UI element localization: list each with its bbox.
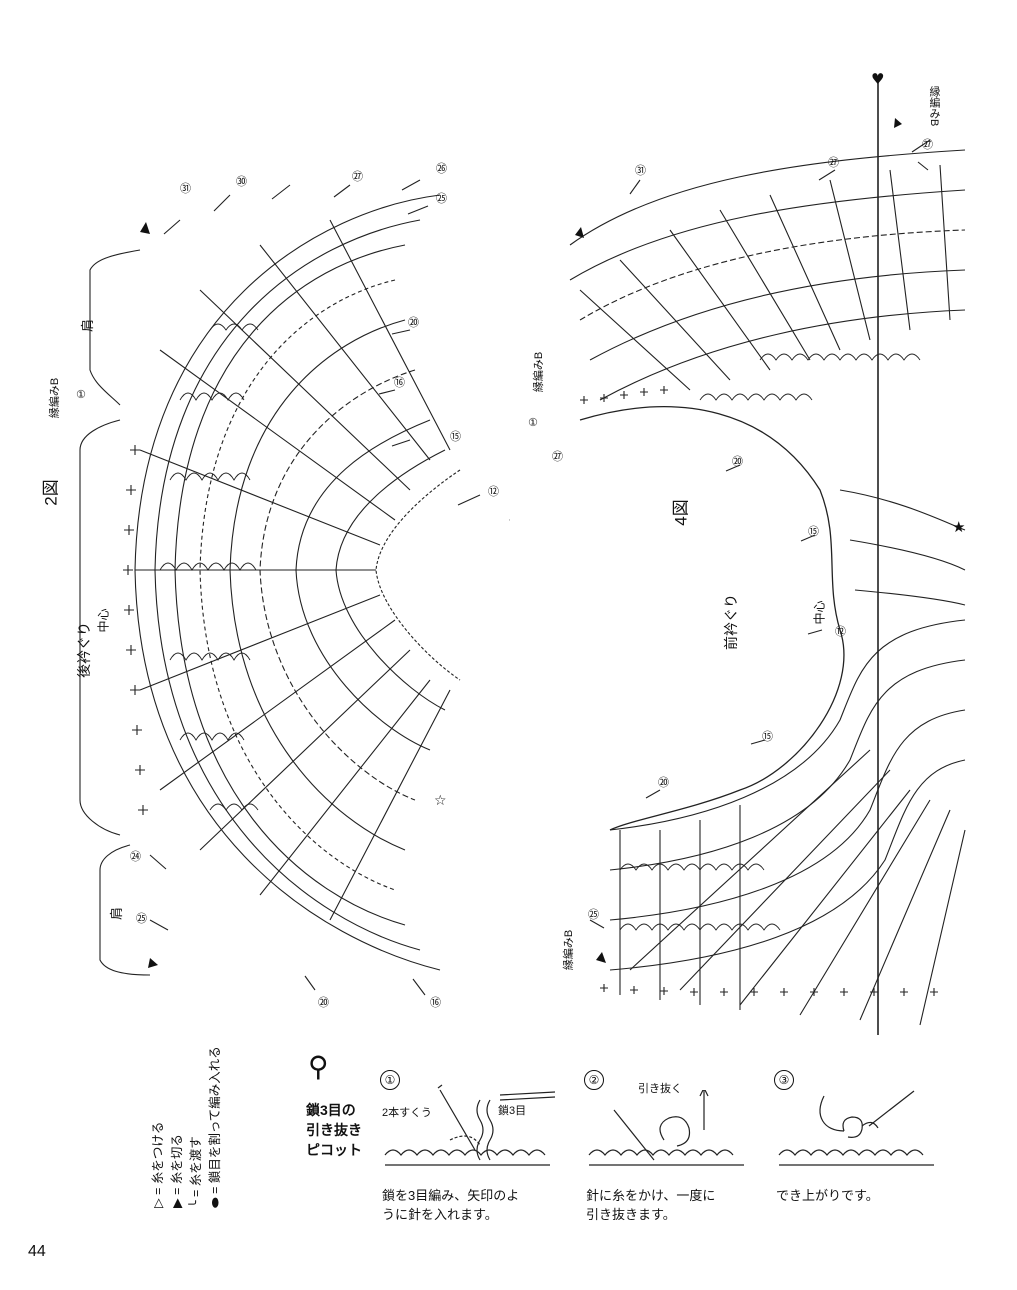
d4-round-15-top: ⑮ <box>808 525 819 538</box>
d2-round-20: ⑳ <box>408 316 419 329</box>
d4-edging-label-bottom: 縁編みB <box>563 929 576 971</box>
legend-item-carry: ╰ = 糸を渡す <box>189 1136 203 1208</box>
d4-neckline-label: 前衿ぐり <box>723 594 739 650</box>
step-1-label-chain3: 鎖3目 <box>498 1105 527 1117</box>
d4-round-27-right: ㉗ <box>922 138 933 151</box>
d4-edging-label-top: 縁編みB <box>533 351 546 393</box>
step-2-number: ② <box>584 1070 604 1090</box>
d2-round-16b: ⑯ <box>430 996 441 1009</box>
d4-round-12: ⑫ <box>835 625 846 638</box>
d4-edging-label-right: 縁編みB <box>928 86 940 127</box>
d2-round-24: ㉔ <box>130 850 141 863</box>
d4-star-mark: ★ <box>952 518 965 536</box>
d4-center-label: 中心 <box>812 600 827 625</box>
d4-round-20-bottom: ⑳ <box>658 776 669 789</box>
step-2-illustration <box>588 1090 744 1166</box>
step-2-label-pull: 引き抜く <box>638 1083 682 1095</box>
d4-round-25: ㉕ <box>588 908 599 921</box>
d4-round-27-top: ㉗ <box>828 156 839 169</box>
d4-heart-mark: ♥ <box>871 70 884 88</box>
d2-round-26: ㉖ <box>436 162 447 175</box>
diagram-2-chart: ㉛ ㉚ ㉗ ㉖ ㉕ ⑳ ⑯ ⑮ ⑫ ㉔ ㉕ ⑳ ⑯ ★ ☆ <box>79 162 521 1009</box>
step-1-number: ① <box>380 1070 400 1090</box>
picot-step-1: ① 2本すくう 鎖3目 鎖を3目編み、矢印のよ うに針を入れます。 <box>380 1070 560 1222</box>
d2-neckline-label: 後衿ぐり <box>76 622 92 678</box>
picot-title-line-2: 引き抜き <box>306 1122 362 1138</box>
diagram-4: ㉛ ㉗ ㉗ ⑳ ⑮ ⑫ ⑮ ⑳ ㉕ ㉗ ♥ ★ <box>540 70 980 1045</box>
d2-round-20b: ⑳ <box>318 996 329 1009</box>
legend-item-split-chain: ⬬ = 鎖目を割って編み入れる <box>208 1046 222 1208</box>
d2-center-label: 中心 <box>96 608 111 633</box>
step-2-caption-line-2: 引き抜きます。 <box>586 1207 676 1222</box>
d2-fig-label: 2図 <box>41 479 61 506</box>
d2-round-16: ⑯ <box>394 376 405 389</box>
step-1-caption: 鎖を3目編み、矢印のよ うに針を入れます。 <box>382 1186 562 1224</box>
page-number: 44 <box>28 1243 46 1260</box>
legend-item-cut: ▶ = 糸を切る <box>170 1134 184 1208</box>
picot-title-line-1: 鎖3目の <box>306 1102 356 1118</box>
step-3-caption-line-1: でき上がりです。 <box>776 1188 879 1203</box>
legend: ▷ = 糸をつける ▶ = 糸を切る ╰ = 糸を渡す ⬬ = 鎖目を割って編み… <box>140 1040 230 1208</box>
d2-round-31: ㉛ <box>180 182 191 195</box>
d2-round-12: ⑫ <box>488 485 499 498</box>
picot-title-line-3: ピコット <box>306 1142 362 1158</box>
d4-round-27-left: ㉗ <box>552 450 563 463</box>
diagram-4-chart: ㉛ ㉗ ㉗ ⑳ ⑮ ⑫ ⑮ ⑳ ㉕ ㉗ ♥ ★ <box>552 70 966 1035</box>
picot-symbol: ⚲ <box>308 1051 329 1082</box>
legend-item-attach: ▷ = 糸をつける <box>151 1121 165 1208</box>
d2-start-star-filled: ★ <box>508 514 510 530</box>
step-1-illustration <box>384 1084 555 1166</box>
d2-round-27: ㉗ <box>352 170 363 183</box>
d2-round-25: ㉕ <box>436 192 447 205</box>
d2-edging-label: 縁編みB <box>49 377 62 419</box>
d2-start-star-outline: ☆ <box>434 793 447 809</box>
picot-step-2: ② 引き抜く 針に糸をかけ、一度に 引き抜きます。 <box>584 1070 754 1222</box>
d2-round-15: ⑮ <box>450 430 461 443</box>
step-2-caption-line-1: 針に糸をかけ、一度に <box>586 1188 716 1203</box>
step-3-illustration <box>778 1090 934 1166</box>
d4-edging-round: ① <box>528 417 538 429</box>
diagram-2: ㉛ ㉚ ㉗ ㉖ ㉕ ⑳ ⑯ ⑮ ⑫ ㉔ ㉕ ⑳ ⑯ ★ ☆ <box>60 150 521 1010</box>
step-1-caption-line-1: 鎖を3目編み、矢印のよ <box>382 1188 520 1203</box>
d2-edging-round: ① <box>76 389 86 401</box>
d2-shoulder-top: 肩 <box>80 318 96 333</box>
d4-round-15-bottom: ⑮ <box>762 730 773 743</box>
d2-round-25b: ㉕ <box>136 912 147 925</box>
d4-round-31: ㉛ <box>635 164 646 177</box>
d2-round-30: ㉚ <box>236 175 247 188</box>
step-1-label-scoop: 2本すくう <box>382 1107 432 1119</box>
picot-step-3: ③ でき上がりです。 <box>774 1070 944 1220</box>
d2-shoulder-bottom: 肩 <box>109 906 125 921</box>
step-3-caption: でき上がりです。 <box>776 1186 946 1205</box>
picot-title: 鎖3目の 引き抜き ピコット <box>306 1100 362 1160</box>
step-2-caption: 針に糸をかけ、一度に 引き抜きます。 <box>586 1186 756 1224</box>
d4-round-20-top: ⑳ <box>732 455 743 468</box>
step-1-caption-line-2: うに針を入れます。 <box>382 1207 498 1222</box>
step-3-number: ③ <box>774 1070 794 1090</box>
d4-fig-label: 4図 <box>671 499 691 526</box>
